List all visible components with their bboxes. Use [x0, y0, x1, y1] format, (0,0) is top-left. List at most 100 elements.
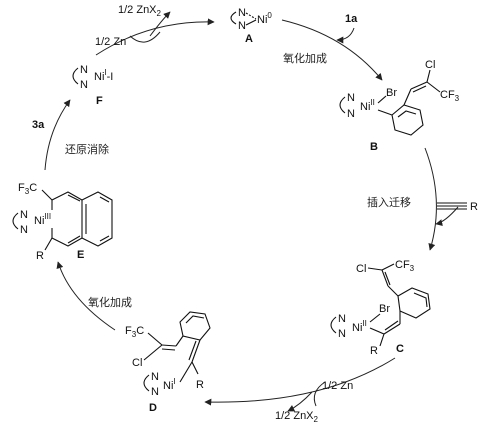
ligand-n1-b: N — [347, 92, 355, 104]
zn-bottom-label: 1/2 Zn — [322, 380, 353, 392]
bond-vinyl-d — [161, 344, 177, 347]
bond-vinyl-aryl-d — [175, 335, 184, 347]
bond-r-d — [191, 361, 199, 375]
metallacycle-top-e — [51, 191, 83, 210]
compound-d: F3C Cl R N N NiI D — [125, 311, 211, 414]
arc-b-to-c — [424, 147, 437, 251]
cf3-d: F3C — [125, 325, 144, 339]
ligand-n2-b: N — [347, 108, 355, 120]
bond-vinyl4-c — [384, 320, 399, 331]
znx2-top-label: 1/2 ZnX2 — [118, 4, 162, 18]
compound-b-label: B — [370, 141, 378, 153]
benzene-inner-c — [413, 292, 428, 308]
bond-r-e — [44, 237, 53, 251]
bond-vinyl3-c — [383, 323, 401, 335]
ligand-n1-a: N — [238, 7, 246, 19]
halide-c: Br — [379, 303, 390, 315]
bond-ni-br-b — [377, 95, 387, 104]
ligand-c — [330, 316, 337, 334]
arc-zn-in-top — [129, 31, 161, 43]
ligand-n1-e: N — [20, 209, 28, 221]
bond-cf3-e — [41, 189, 53, 201]
znx2-bottom-label: 1/2 ZnX2 — [275, 410, 319, 424]
benzene-ring-b — [391, 104, 424, 136]
benzene-ring-c — [397, 287, 431, 319]
bond-ni-aryl-b — [377, 109, 393, 116]
metallacycle-dbl-bottom-e — [67, 235, 81, 244]
arc-znx2-out-bottom — [287, 391, 313, 412]
metal-f: NiI-I — [94, 68, 113, 83]
cl-b: Cl — [425, 59, 435, 71]
halide-b: Br — [386, 87, 397, 99]
compound-c-label: C — [396, 343, 404, 355]
step-oxidative-addition-2: 氧化加成 — [88, 295, 132, 309]
compound-a: N N Ni0 A — [230, 7, 272, 45]
bond-vinyl-b — [410, 81, 428, 90]
bond-c-cf3-c — [381, 263, 395, 271]
ligand-f — [72, 67, 79, 85]
bond-n-ni-a — [245, 12, 257, 20]
arc-d-to-e — [56, 261, 116, 331]
arc-e-to-f — [44, 99, 71, 171]
step-insertion-migration: 插入迁移 — [367, 195, 411, 209]
cl-c: Cl — [356, 263, 366, 275]
cf3-b: CF3 — [440, 89, 460, 103]
bond-r-c — [379, 333, 385, 347]
benzene-inner-b — [397, 110, 417, 118]
ligand-n1-f: N — [80, 64, 88, 76]
ligand-b — [339, 96, 346, 114]
benzene-inner3-e — [99, 235, 110, 242]
compound-a-label: A — [245, 33, 253, 45]
bond-c-cl-b — [426, 69, 431, 83]
compound-d-label: D — [149, 402, 157, 414]
ligand-n1-d: N — [151, 371, 159, 383]
bond-n2-ni-a — [245, 19, 257, 26]
ligand-e — [12, 212, 19, 230]
bond-vinyl2-b — [412, 85, 427, 93]
metallacycle-bottom-e — [51, 228, 83, 247]
bond-vinyl2-c — [384, 271, 391, 286]
bond-ring-vinyl2-d — [188, 340, 197, 361]
metal-b: NiII — [360, 98, 375, 113]
metallacycle-dbl-top-e — [67, 194, 81, 202]
ligand-n2-f: N — [80, 79, 88, 91]
compound-f-label: F — [96, 95, 103, 107]
benzene-inner-d — [185, 315, 205, 324]
bond-c-cf3-b — [426, 81, 441, 93]
ligand-n1-c: N — [338, 313, 346, 325]
compound-b: N N NiII Br Cl CF3 B — [339, 59, 460, 153]
compound-e-label: E — [77, 249, 84, 261]
compound-c: Cl CF3 N N NiII Br R C — [330, 259, 431, 357]
metal-c: NiII — [352, 319, 367, 334]
ligand-n2-e: N — [20, 224, 28, 236]
bond-cl-d — [143, 344, 163, 361]
step-reductive-elimination: 还原消除 — [65, 142, 109, 156]
metal-d: NiI — [163, 377, 176, 392]
bond-ring-vinyl-d — [191, 339, 201, 363]
bond-ni-br-c — [369, 313, 381, 323]
ligand-n2-c: N — [338, 328, 346, 340]
bond-cl-c — [367, 267, 383, 271]
bond-cf3-d — [147, 332, 163, 346]
arc-1a-in — [336, 27, 355, 44]
arc-a-to-b — [281, 19, 383, 81]
reagent-1a: 1a — [345, 13, 358, 25]
arc-f-to-a — [95, 18, 215, 56]
bond-vinyl-c — [381, 269, 389, 287]
metal-e: NiIII — [34, 212, 51, 227]
ligand-n2-d: N — [151, 386, 159, 398]
ligand-a — [230, 11, 237, 25]
product-3a: 3a — [32, 119, 45, 131]
benzene-ring-e — [81, 191, 113, 247]
zn-top-label: 1/2 Zn — [95, 36, 126, 48]
r-c: R — [370, 345, 378, 357]
metal-a: Ni0 — [257, 11, 272, 26]
r-d: R — [196, 379, 204, 391]
compound-f: N N NiI-I F — [72, 64, 113, 107]
arc-c-to-d — [204, 357, 396, 406]
alkyne-r-label: R — [470, 201, 478, 213]
ligand-n2-a: N — [238, 20, 246, 32]
bond-ni-vinyl-c — [369, 327, 385, 335]
bond-vinyl2-d — [161, 348, 176, 351]
